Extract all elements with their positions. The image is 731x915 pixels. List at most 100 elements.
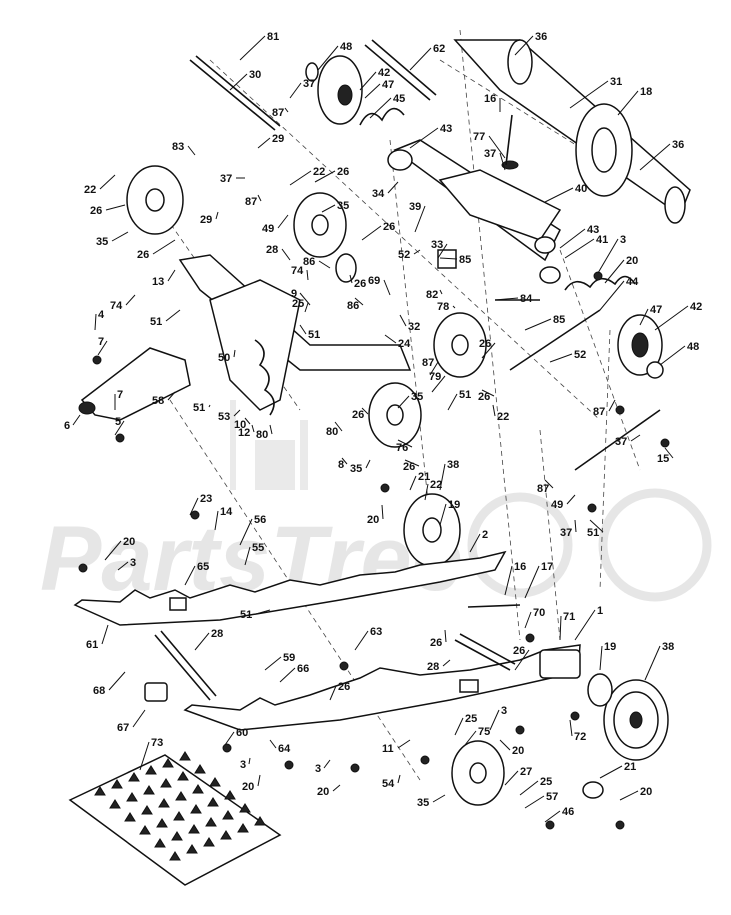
callout-leader-c51d: [208, 404, 211, 408]
callout-number-c49a: 49: [262, 223, 274, 235]
callout-leader-c5: [114, 420, 125, 436]
callout-leader-c30: [229, 73, 248, 91]
callout-leader-c77: [488, 135, 506, 159]
callout-leader-c48a: [317, 45, 339, 71]
callout-number-c85b: 85: [553, 314, 565, 326]
callout-leader-c45: [369, 97, 392, 119]
callout-number-c37d: 37: [615, 436, 627, 448]
callout-leader-c35e: [432, 794, 446, 803]
callout-leader-c38a: [439, 463, 446, 491]
callout-number-c53: 53: [218, 411, 230, 423]
callout-number-c35e: 35: [417, 797, 429, 809]
callout-number-c26j: 26: [430, 637, 442, 649]
callout-number-c43a: 43: [440, 123, 452, 135]
wear-pad-stud: [188, 824, 200, 834]
callout-number-c78: 78: [437, 301, 449, 313]
callout-leader-c59: [264, 656, 282, 671]
callout-leader-c14: [214, 510, 219, 531]
callout-number-c30: 30: [249, 69, 261, 81]
callout-number-c31: 31: [610, 76, 622, 88]
callout-leader-c3a: [597, 238, 619, 274]
callout-number-c26k: 26: [513, 645, 525, 657]
callout-leader-c4: [94, 313, 97, 331]
callout-leader-c26b: [105, 204, 126, 211]
callout-leader-c26l: [329, 685, 337, 701]
callout-number-c68: 68: [93, 685, 105, 697]
callout-leader-c17: [524, 565, 540, 599]
callout-leader-c51f: [255, 609, 271, 615]
callout-number-c18: 18: [640, 86, 652, 98]
callout-number-c24: 24: [398, 338, 411, 350]
callout-leader-c28a: [281, 248, 291, 261]
callout-leader-c68: [108, 671, 126, 691]
callout-number-c63: 63: [370, 626, 382, 638]
callout-leader-c51e: [589, 519, 604, 533]
callout-leader-c58: [167, 391, 176, 401]
callout-leader-c20f: [619, 790, 639, 801]
right-slide-rail: [183, 644, 581, 731]
callout-leader-c50: [233, 349, 236, 358]
wear-pad-stud: [145, 765, 157, 775]
callout-number-c36b: 36: [672, 139, 684, 151]
callout-leader-c35d: [365, 459, 371, 469]
wear-pad-stud: [254, 816, 266, 826]
callout-number-c87c: 87: [422, 357, 434, 369]
callout-number-c26a: 26: [337, 166, 349, 178]
wear-pad-stud: [124, 812, 136, 822]
callout-number-c7b: 7: [117, 389, 123, 401]
wear-pad-stud: [179, 751, 191, 761]
callout-number-c26c: 26: [383, 221, 395, 233]
callout-leader-c26h: [361, 407, 369, 415]
track-wear-pad: [68, 751, 282, 886]
callout-number-c40: 40: [575, 183, 587, 195]
callout-number-c27: 27: [520, 766, 532, 778]
callout-number-c20b: 20: [367, 514, 379, 526]
callout-number-c39: 39: [409, 201, 421, 213]
rear-arm-assembly: [178, 249, 661, 567]
callout-number-c1: 1: [597, 605, 603, 617]
callout-number-c26b: 26: [90, 205, 102, 217]
callout-number-c26i: 26: [403, 461, 415, 473]
wear-pad-stud: [162, 758, 174, 768]
callout-leader-c75: [464, 730, 477, 746]
callout-leader-c18: [617, 90, 639, 116]
callout-leader-c24: [384, 334, 397, 344]
callout-number-c3e: 3: [315, 763, 321, 775]
wear-pad-stud: [224, 790, 236, 800]
callout-number-c2: 2: [482, 529, 488, 541]
callout-leader-c76: [397, 439, 413, 448]
callout-leader-c13: [167, 269, 176, 282]
callout-number-c51e: 51: [587, 527, 599, 539]
callout-leader-c73: [139, 741, 150, 771]
callout-number-c75: 75: [478, 726, 490, 738]
callout-number-c37e: 37: [560, 527, 572, 539]
callout-number-c48b: 48: [687, 341, 699, 353]
callout-leader-c26f: [481, 342, 496, 359]
callout-leader-c2: [469, 533, 481, 553]
callout-leader-c21b: [599, 765, 623, 779]
callout-number-c3a: 3: [620, 234, 626, 246]
callout-leader-c69: [383, 279, 391, 296]
wear-pad-stud: [192, 784, 204, 794]
callout-leader-c81: [239, 35, 266, 61]
callout-number-c86b: 86: [347, 300, 359, 312]
callout-leader-c80b: [334, 421, 343, 432]
callout-number-c26d: 26: [137, 249, 149, 261]
callout-leader-c25c: [519, 780, 539, 796]
callout-leader-c43b: [559, 228, 586, 249]
callout-number-c82: 82: [426, 289, 438, 301]
callout-number-c28b: 28: [211, 628, 223, 640]
callout-leader-c36a: [514, 35, 534, 56]
callout-leader-c49b: [566, 494, 576, 505]
callout-number-c56: 56: [254, 514, 266, 526]
callout-number-c59: 59: [283, 652, 295, 664]
wear-pad-stud: [203, 837, 215, 847]
callout-number-c34: 34: [372, 188, 385, 200]
callout-number-c17: 17: [541, 561, 553, 573]
callout-number-c35a: 35: [337, 200, 349, 212]
callout-leader-c26i: [404, 459, 420, 467]
callout-leader-c47a: [364, 83, 381, 99]
callout-leader-c87d: [608, 399, 616, 412]
